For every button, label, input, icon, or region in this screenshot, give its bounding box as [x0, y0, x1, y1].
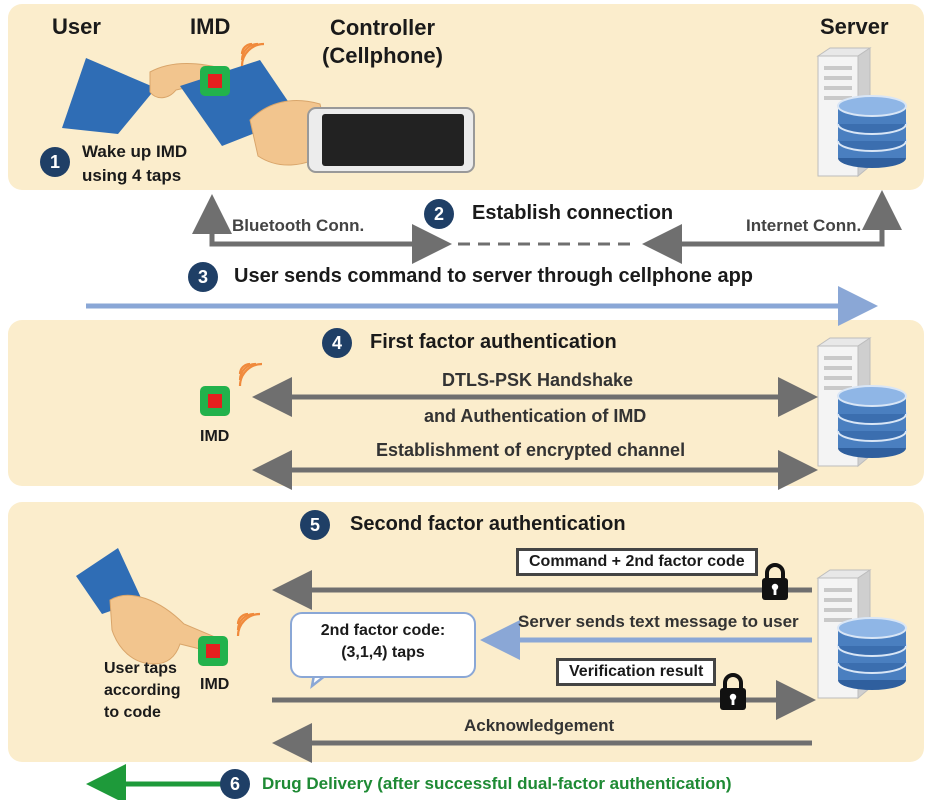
server-icon-top	[817, 47, 907, 177]
imd-chip-second-factor	[198, 636, 228, 666]
server-sms-label: Server sends text message to user	[518, 612, 799, 631]
bluetooth-conn-label: Bluetooth Conn.	[232, 216, 365, 235]
step-6-label: Drug Delivery (after successful dual-fac…	[262, 774, 732, 793]
encrypted-channel-label: Establishment of encrypted channel	[376, 440, 686, 460]
controller-cellphone	[249, 100, 475, 173]
imd-label-second-factor: IMD	[200, 676, 230, 693]
imd-chip-first-factor	[200, 386, 230, 416]
connection-arrows	[86, 190, 902, 326]
wireless-signal-icon	[236, 612, 262, 638]
step-3-label: User sends command to server through cel…	[234, 265, 754, 287]
actor-imd-label: IMD	[190, 14, 231, 39]
imd-label-first-factor: IMD	[200, 428, 230, 445]
verification-result-box: Verification result	[556, 658, 717, 686]
imd-authentication-label: and Authentication of IMD	[424, 406, 647, 426]
actor-controller-label: Controller (Cellphone)	[322, 15, 443, 68]
wireless-signal-icon	[238, 362, 264, 388]
lock-icon	[760, 563, 790, 602]
step-1-label: Wake up IMD using 4 taps	[82, 142, 188, 185]
ack-label: Acknowledgement	[464, 716, 615, 735]
step-badge-6: 6	[220, 769, 250, 799]
actor-server-label: Server	[820, 14, 889, 39]
server-icon-middle	[817, 337, 907, 467]
step-5-label: Second factor authentication	[350, 513, 626, 535]
step-badge-3: 3	[188, 262, 218, 292]
server-icon-bottom	[817, 569, 907, 699]
step-badge-1: 1	[40, 147, 70, 177]
lock-icon	[718, 673, 748, 712]
step-2-label: Establish connection	[472, 202, 674, 224]
user-taps-label: User taps according to code	[104, 660, 181, 721]
step-badge-2: 2	[424, 199, 454, 229]
second-factor-code-bubble: 2nd factor code: (3,1,4) taps	[290, 612, 476, 678]
user-hand-tapping	[76, 548, 224, 665]
command-code-box: Command + 2nd factor code	[516, 548, 758, 576]
step-4-label: First factor authentication	[370, 331, 617, 353]
step-badge-5: 5	[300, 510, 330, 540]
user-arm-with-imd	[62, 42, 298, 146]
actor-user-label: User	[52, 14, 101, 39]
handshake-label: DTLS-PSK Handshake	[442, 370, 634, 390]
step-badge-4: 4	[322, 328, 352, 358]
internet-conn-label: Internet Conn.	[746, 216, 862, 235]
